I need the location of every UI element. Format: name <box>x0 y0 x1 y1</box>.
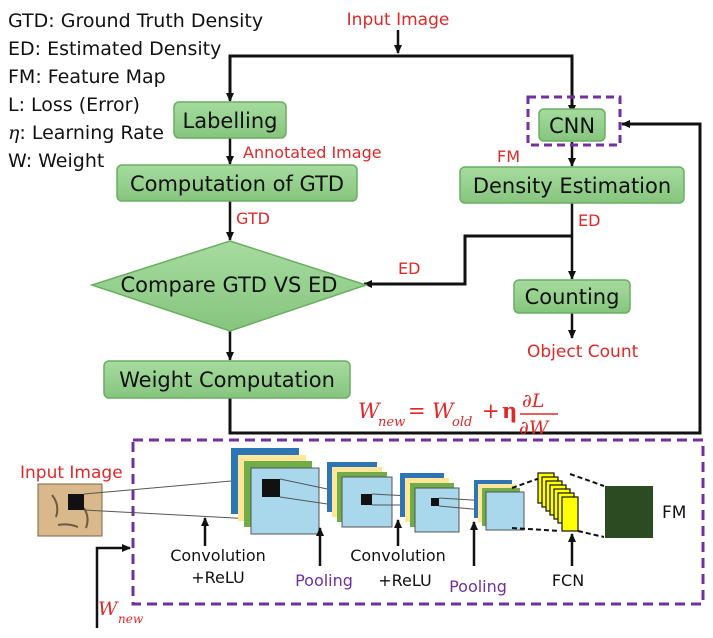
conv1-label-line1: Convolution <box>170 546 266 565</box>
arrow-ed-compare <box>363 234 572 288</box>
fm-label: FM <box>497 147 520 166</box>
w-new-arrow <box>95 544 131 628</box>
pool1-stack <box>327 462 393 528</box>
conv2-stack <box>400 473 460 533</box>
formula-w-new: W <box>358 399 382 423</box>
detail-fm-label: FM <box>662 503 686 523</box>
formula-denominator: ∂W <box>519 417 550 439</box>
legend-weight: W: Weight <box>8 150 105 172</box>
ed-left-label: ED <box>398 259 420 278</box>
labelling-box <box>173 101 287 139</box>
object-count-label: Object Count <box>527 342 639 362</box>
annotated-image-label: Annotated Image <box>243 143 382 162</box>
pool2-label: Pooling <box>449 577 507 596</box>
density-estimation-box <box>459 166 685 204</box>
compare-diamond <box>89 240 369 332</box>
detail-w-new: W <box>98 598 119 620</box>
pool1-label: Pooling <box>295 571 353 590</box>
computation-gtd-box <box>116 164 358 202</box>
compare-label: Compare GTD VS ED <box>121 273 338 297</box>
cnn-box <box>538 108 606 142</box>
conv2-label-line1: Convolution <box>350 546 446 565</box>
detail-input-image-label: Input Image <box>20 463 123 483</box>
conv1-stack <box>231 448 320 535</box>
formula-w-old-sub: old <box>452 415 472 430</box>
cnn-dashed-frame <box>526 95 622 147</box>
fm-block <box>605 486 653 538</box>
counting-box <box>513 279 631 314</box>
legend-ed: ED: Estimated Density <box>8 38 222 60</box>
conv2-label-line2: +ReLU <box>378 571 431 590</box>
pool2-stack <box>474 480 525 531</box>
cnn-label: CNN <box>549 114 595 138</box>
legend-fm: FM: Feature Map <box>8 66 166 88</box>
computation-gtd-label: Computation of GTD <box>130 172 344 196</box>
feedback-loop <box>228 120 702 435</box>
formula-equals: = <box>408 399 426 423</box>
ed-right-label: ED <box>578 211 600 230</box>
formula-eta: η <box>502 398 517 423</box>
conv1-label-line2: +ReLU <box>191 568 244 587</box>
detail-w-new-sub: new <box>118 612 144 626</box>
cnn-detail-frame <box>131 438 705 606</box>
formula-plus: + <box>482 399 500 423</box>
fcn-label: FCN <box>552 571 584 590</box>
formula-numerator: ∂L <box>522 390 544 412</box>
density-estimation-label: Density Estimation <box>473 174 671 198</box>
weight-update-formula: W new = W old + η ∂L ∂W <box>358 390 558 439</box>
legend-loss: L: Loss (Error) <box>8 94 140 116</box>
labelling-label: Labelling <box>183 109 278 133</box>
input-image-label: Input Image <box>347 10 450 30</box>
weight-computation-label: Weight Computation <box>119 368 335 392</box>
fcn-stack <box>537 472 579 532</box>
formula-w-new-sub: new <box>378 415 405 430</box>
formula-w-old: W <box>432 399 456 423</box>
weight-computation-box <box>103 360 351 399</box>
input-receptive-field <box>68 494 84 510</box>
legend-eta: η: Learning Rate <box>8 122 164 144</box>
legend-gtd: GTD: Ground Truth Density <box>8 10 264 32</box>
split-connector <box>228 54 574 112</box>
counting-label: Counting <box>525 285 620 309</box>
gtd-label: GTD <box>236 209 270 228</box>
